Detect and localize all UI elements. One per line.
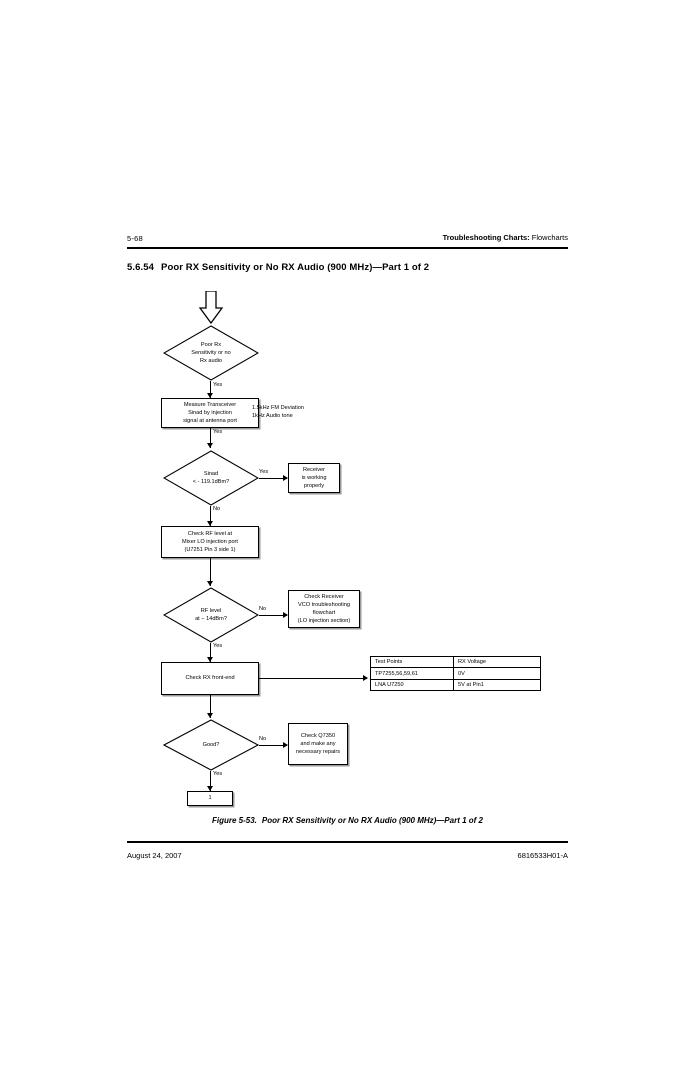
running-head: Troubleshooting Charts: Flowcharts — [443, 233, 568, 242]
decision-good-label: Good? — [202, 741, 220, 748]
edge-good-to-check-q7350 — [259, 745, 287, 746]
figure-caption-text: Poor RX Sensitivity or No RX Audio (900 … — [261, 816, 483, 825]
connector-one: 1 — [187, 791, 233, 806]
decision-sinad-label: Sinad < - 119.1dBm? — [192, 470, 230, 485]
page-number: 5-68 — [127, 234, 143, 243]
annotation-fm-deviation: 1.5kHz FM Deviation 1kHz Audio tone — [252, 405, 304, 420]
arrowhead-start-to-measure — [207, 393, 214, 398]
process-check-rx-front-end: Check RX front-end — [161, 662, 259, 695]
running-head-bold: Troubleshooting Charts: — [442, 233, 530, 242]
edge-rf-to-check-vco — [259, 615, 287, 616]
edge-label-rf-yes: Yes — [213, 643, 223, 649]
decision-poor-rx-sensitivity: Poor Rx Sensitivity or no Rx audio — [163, 325, 259, 381]
arrowhead-rf-to-front-end — [207, 657, 214, 662]
start-arrow-icon — [198, 290, 224, 325]
process-measure-transceiver: Measure Transceiver Sinad by injection s… — [161, 398, 259, 428]
edge-label-good-no: No — [259, 736, 267, 742]
table-header-test-points: Test Points — [370, 655, 454, 669]
edge-rf-to-front-end — [210, 643, 211, 663]
edge-good-to-connector — [210, 771, 211, 791]
decision-rf-level: RF level at − 14dBm? — [163, 587, 259, 643]
decision-sinad: Sinad < - 119.1dBm? — [163, 450, 259, 506]
figure-caption-label: Figure 5-53. — [212, 816, 257, 825]
terminal-receiver-working: Receiver is working properly — [288, 463, 340, 493]
table-cell-voltage: 5V at Pin1 — [453, 678, 541, 692]
decision-good: Good? — [163, 719, 259, 771]
table-row: TP7255,56,59,61 0V — [370, 667, 541, 680]
section-title-text: Poor RX Sensitivity or No RX Audio (900 … — [161, 262, 430, 273]
table-row: LNA U7250 5V at Pin1 — [370, 678, 541, 692]
edge-label-measure-yes: Yes — [213, 429, 223, 435]
arrowhead-check-rf-to-rf-decision — [207, 581, 214, 586]
footer-doc-number: 6816533H01-A — [517, 851, 568, 860]
edge-label-good-yes: Yes — [213, 771, 223, 777]
arrowhead-good-to-connector — [207, 786, 214, 791]
edge-sinad-to-check-rf — [210, 506, 211, 526]
edge-front-end-to-table — [259, 678, 367, 679]
table-cell-voltage: 0V — [453, 667, 541, 680]
table-header-rx-voltage: RX Voltage — [453, 655, 541, 669]
edge-sinad-to-receiver-ok — [259, 478, 287, 479]
arrowhead-sinad-to-receiver-ok — [283, 475, 288, 482]
section-heading: 5.6.54 Poor RX Sensitivity or No RX Audio… — [127, 262, 429, 273]
footer-rule — [127, 841, 568, 843]
arrowhead-front-end-to-table — [363, 675, 368, 682]
arrowhead-front-end-to-good — [207, 713, 214, 718]
decision-poor-rx-sensitivity-label: Poor Rx Sensitivity or no Rx audio — [191, 341, 231, 365]
arrowhead-good-to-check-q7350 — [283, 742, 288, 749]
header-rule — [127, 247, 568, 249]
process-check-q7350: Check Q7350 and make any necessary repai… — [288, 723, 348, 765]
edge-front-end-to-good — [210, 695, 211, 718]
test-point-table: Test Points RX Voltage TP7255,56,59,61 0… — [370, 655, 541, 692]
running-head-rest: Flowcharts — [529, 233, 568, 242]
edge-label-sinad-no: No — [213, 506, 221, 512]
table-cell-test-point: LNA U7250 — [370, 678, 454, 692]
table-cell-test-point: TP7255,56,59,61 — [370, 667, 454, 680]
edge-start-to-measure — [210, 381, 211, 398]
arrowhead-rf-to-check-vco — [283, 612, 288, 619]
section-number: 5.6.54 — [127, 262, 155, 273]
edge-label-sinad-yes: Yes — [259, 469, 269, 475]
edge-check-rf-to-rf-decision — [210, 558, 211, 586]
edge-measure-to-sinad — [210, 428, 211, 448]
edge-label-start-yes: Yes — [213, 382, 223, 388]
table-header-row: Test Points RX Voltage — [370, 655, 541, 669]
arrowhead-sinad-to-check-rf — [207, 521, 214, 526]
figure-caption: Figure 5-53. Poor RX Sensitivity or No RX… — [0, 816, 695, 825]
process-check-receiver-vco: Check Receiver VCO troubleshooting flowc… — [288, 590, 360, 628]
footer-date: August 24, 2007 — [127, 851, 182, 860]
process-check-rf-level: Check RF level at Mixer LO injection por… — [161, 526, 259, 558]
arrowhead-measure-to-sinad — [207, 443, 214, 448]
decision-rf-level-label: RF level at − 14dBm? — [195, 607, 227, 622]
edge-label-rf-no: No — [259, 606, 267, 612]
